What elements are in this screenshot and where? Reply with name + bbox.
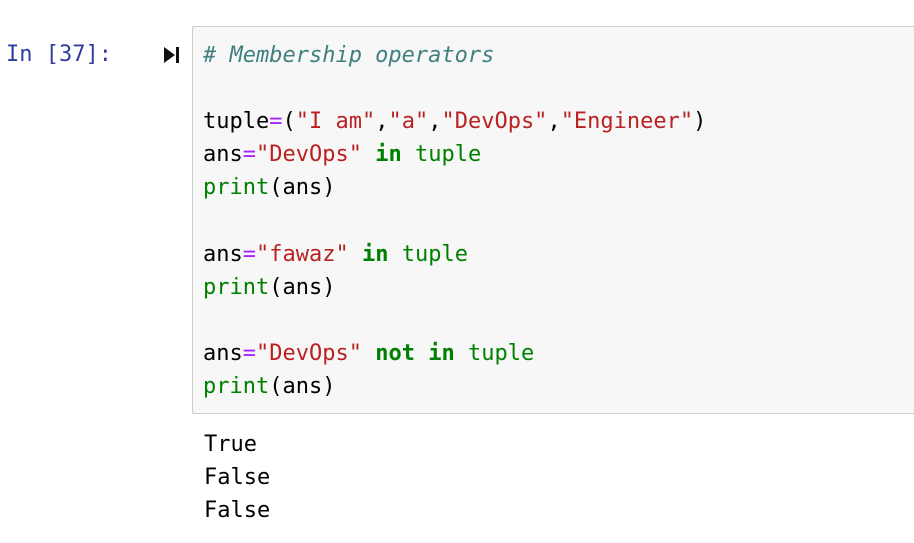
code-token: tuple [401,142,482,168]
code-token: ans [203,241,243,267]
code-token: "Engineer" [560,109,694,135]
code-token: = [269,109,283,135]
code-token: tuple [388,241,468,267]
code-line [203,72,706,105]
code-token: ans [203,340,243,366]
code-line: print(ans) [203,171,706,204]
code-token: ans [203,142,243,168]
code-line [203,204,706,237]
code-token: , [428,109,442,135]
code-line: print(ans) [203,370,706,403]
code-token: "DevOps" [256,340,362,366]
code-line: ans="fawaz" in tuple [203,238,706,271]
output-line: True [204,432,257,457]
code-token: = [242,142,256,168]
code-token: tuple [454,340,535,366]
run-cell-button[interactable] [160,44,182,66]
code-token: # Membership operators [203,43,495,68]
code-token [362,341,375,366]
code-token: not [375,340,415,366]
code-token: print [203,175,270,201]
code-token: print [203,274,270,300]
code-token: in [428,340,455,366]
code-token: "fawaz" [256,241,349,267]
code-token: "DevOps" [256,142,362,168]
code-line: print(ans) [203,271,706,304]
code-token [349,242,362,267]
code-token: ( [282,109,296,135]
code-token [415,341,428,366]
code-token: = [242,340,256,366]
input-prompt: In [37]: [6,42,112,67]
code-token: (ans) [269,175,336,201]
code-line: tuple=("I am","a","DevOps","Engineer") [203,105,706,138]
code-token: "I am" [295,109,376,135]
code-token: in [375,142,402,168]
code-line [203,304,706,337]
code-token: tuple [203,109,270,135]
code-token: "DevOps" [441,109,548,135]
run-cell-icon [164,47,179,63]
code-token: "a" [388,109,429,135]
code-token: ) [693,109,707,135]
code-line: # Membership operators [203,39,706,72]
code-line: ans="DevOps" not in tuple [203,337,706,370]
code-token: = [242,241,256,267]
code-token [362,142,375,167]
code-line: ans="DevOps" in tuple [203,138,706,171]
code-token: , [547,109,561,135]
code-token: , [375,109,389,135]
code-token: print [203,373,270,399]
code-token: (ans) [269,274,336,300]
output-line: False [204,465,271,490]
output-line: False [204,498,271,523]
code-token: in [361,241,389,267]
code-token: (ans) [269,373,336,399]
